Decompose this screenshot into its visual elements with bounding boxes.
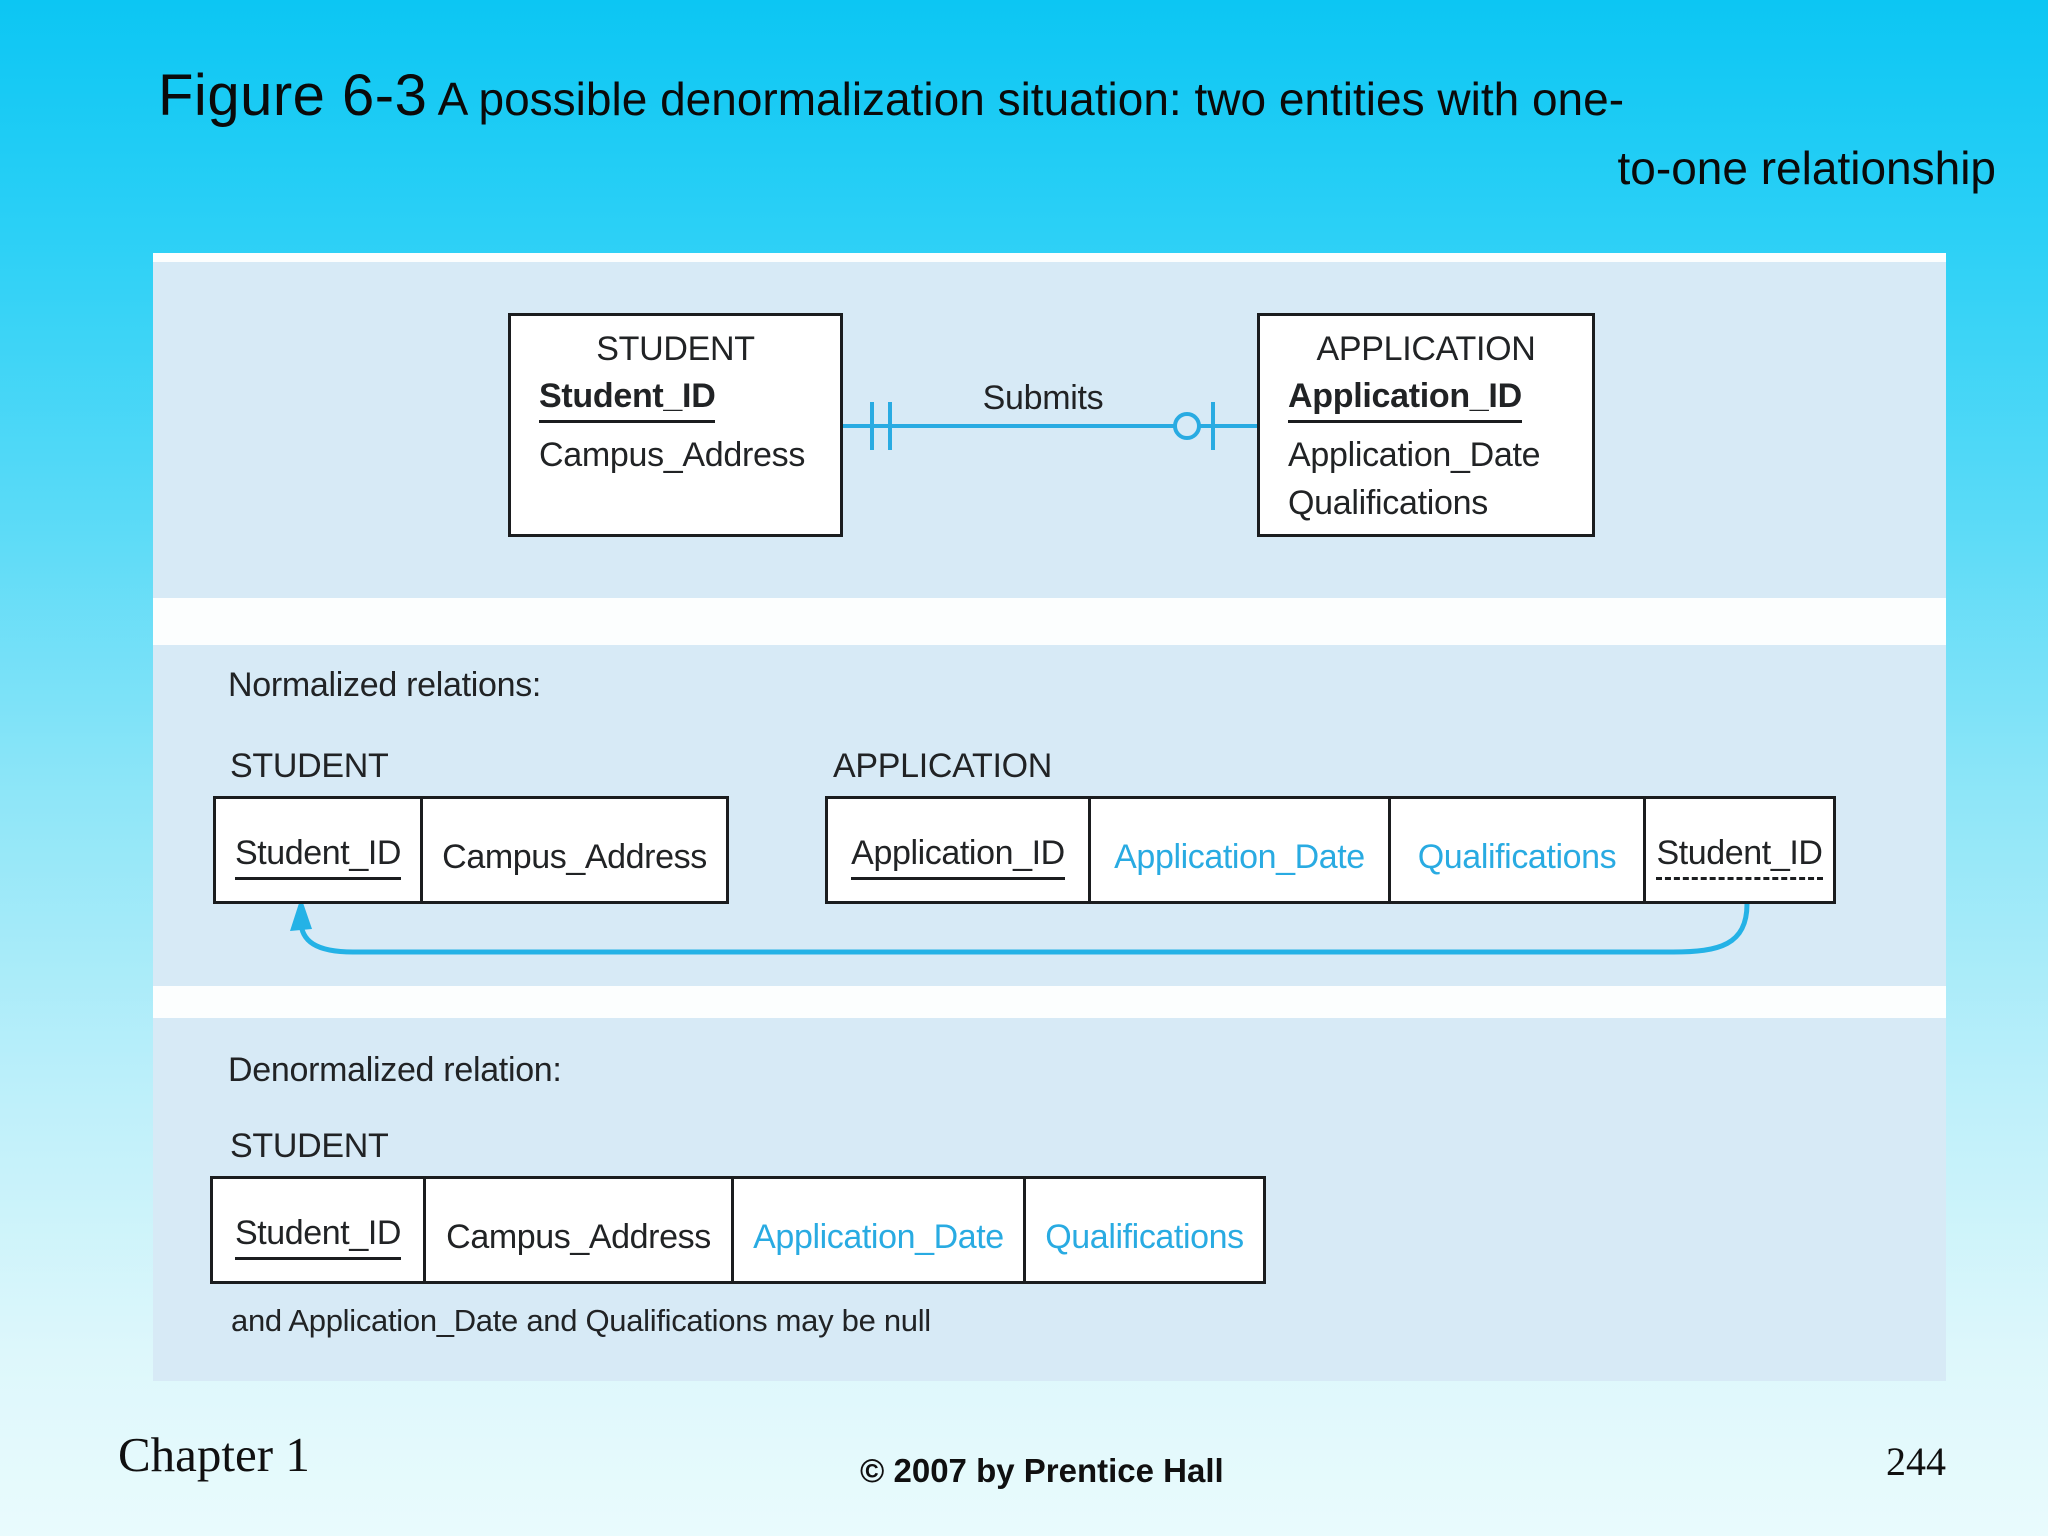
- column-qualifications: Qualifications: [1023, 1179, 1263, 1281]
- entity-attributes: Application_ID Application_Date Qualific…: [1288, 377, 1592, 523]
- column-application-date: Application_Date: [731, 1179, 1023, 1281]
- denormalized-student-label: STUDENT: [230, 1127, 389, 1165]
- chapter-label: Chapter 1: [118, 1427, 310, 1482]
- null-note: and Application_Date and Qualifications …: [231, 1303, 931, 1338]
- column-label: Qualifications: [1417, 837, 1617, 876]
- normalized-application-table: Application_ID Application_Date Qualific…: [825, 796, 1836, 904]
- attribute: Application_Date: [1288, 436, 1541, 474]
- column-student-id: Student_ID: [213, 1179, 423, 1281]
- attribute: Campus_Address: [539, 436, 806, 474]
- copyright-text: © 2007 by Prentice Hall: [860, 1452, 1224, 1489]
- relationship-label: Submits: [982, 379, 1104, 417]
- entity-name: APPLICATION: [1316, 330, 1536, 368]
- normalized-student-label: STUDENT: [230, 747, 389, 785]
- column-application-date: Application_Date: [1088, 799, 1388, 901]
- slide-title-line1: Figure 6-3 A possible denormalization si…: [158, 60, 1998, 133]
- column-label: Application_Date: [1114, 837, 1365, 876]
- column-label: Student_ID: [1656, 834, 1823, 880]
- column-label: Qualifications: [1045, 1217, 1244, 1256]
- entity-student: STUDENT Student_ID Campus_Address: [508, 313, 843, 537]
- slide-title: Figure 6-3 A possible denormalization si…: [158, 60, 1998, 195]
- primary-key-attribute: Application_ID: [1288, 377, 1522, 423]
- normalized-application-label: APPLICATION: [833, 747, 1053, 785]
- column-campus-address: Campus_Address: [420, 799, 726, 901]
- column-application-id: Application_ID: [828, 799, 1088, 901]
- figure-panel: STUDENT Student_ID Campus_Address APPLIC…: [153, 253, 1946, 1381]
- denormalized-heading: Denormalized relation:: [228, 1051, 562, 1089]
- column-label: Application_Date: [753, 1217, 1004, 1256]
- page-number: 244: [1886, 1439, 1946, 1484]
- figure-number-label: Figure 6-3: [158, 63, 428, 128]
- entity-attributes: Student_ID Campus_Address: [539, 377, 840, 475]
- column-student-id-fk: Student_ID: [1643, 799, 1833, 901]
- column-label: Campus_Address: [442, 837, 707, 876]
- slide-title-line2: to-one relationship: [1617, 141, 1996, 194]
- column-label: Student_ID: [234, 1214, 401, 1260]
- primary-key-attribute: Student_ID: [539, 377, 716, 423]
- column-label: Campus_Address: [446, 1217, 711, 1256]
- column-label: Application_ID: [851, 834, 1065, 880]
- column-campus-address: Campus_Address: [423, 1179, 731, 1281]
- entity-application: APPLICATION Application_ID Application_D…: [1257, 313, 1595, 537]
- slide-title-text: A possible denormalization situation: tw…: [437, 73, 1625, 125]
- entity-name: STUDENT: [596, 330, 755, 368]
- normalized-student-table: Student_ID Campus_Address: [213, 796, 729, 904]
- column-student-id: Student_ID: [216, 799, 420, 901]
- denormalized-student-table: Student_ID Campus_Address Application_Da…: [210, 1176, 1266, 1284]
- normalized-heading: Normalized relations:: [228, 666, 542, 704]
- column-qualifications: Qualifications: [1388, 799, 1643, 901]
- erd-section-band: [153, 262, 1946, 598]
- column-label: Student_ID: [234, 834, 401, 880]
- attribute: Qualifications: [1288, 484, 1488, 522]
